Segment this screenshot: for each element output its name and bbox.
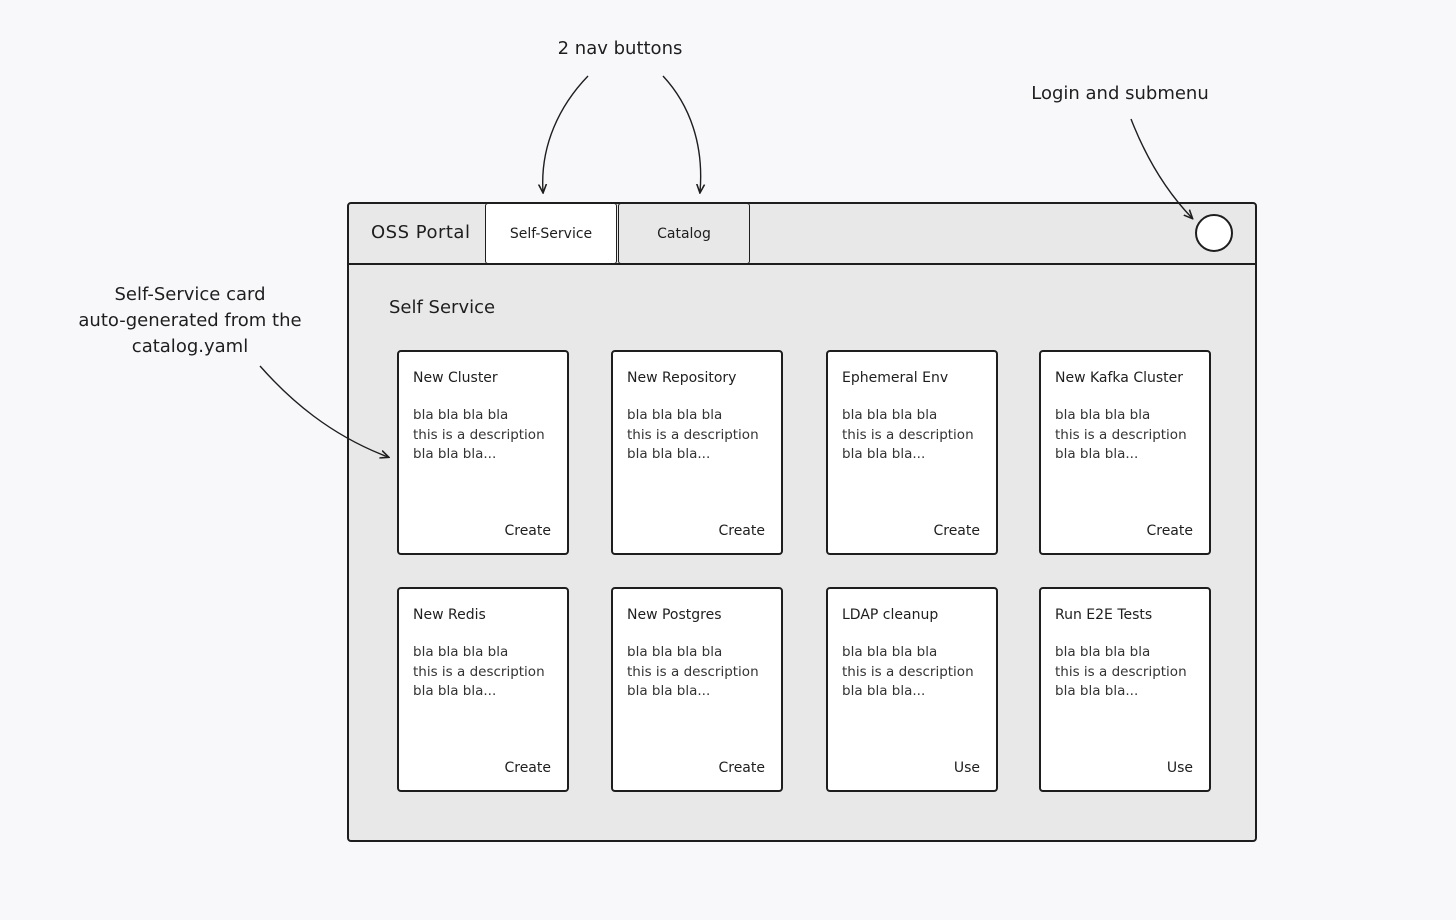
portal-window: OSS Portal Self-Service Catalog Self Ser… [347,202,1257,842]
card-title: New Kafka Cluster [1055,370,1184,386]
card-description-line: bla bla bla... [627,683,711,699]
service-card[interactable]: New Postgres bla bla bla bla this is a des… [611,587,783,792]
card-title: LDAP cleanup [842,607,939,623]
card-description-line: this is a description [842,663,974,680]
service-card[interactable]: New Repository bla bla bla bla this is a d… [611,350,783,555]
brand-title: OSS Portal [371,222,471,243]
service-card[interactable]: Run E2E Tests bla bla bla bla this is a de… [1039,587,1211,792]
annotation-card-note-line: Self-Service card [114,284,266,305]
create-button[interactable]: Create [504,760,551,776]
card-title: New Cluster [413,370,498,386]
card-description-line: bla bla bla... [842,446,926,462]
card-description-line: bla bla bla bla [627,644,723,660]
card-description: bla bla bla bla this is a description bla … [627,643,759,702]
card-description-line: bla bla bla... [1055,446,1139,462]
card-description-line: bla bla bla bla [413,644,509,660]
use-button[interactable]: Use [1166,760,1193,776]
card-description-line: this is a description [842,426,974,443]
card-description-line: bla bla bla... [842,683,926,699]
card-description-line: bla bla bla... [1055,683,1139,699]
section-title: Self Service [389,297,496,318]
tab-self-service[interactable]: Self-Service [485,204,617,264]
card-description-line: bla bla bla bla [627,407,723,423]
use-button[interactable]: Use [953,760,980,776]
create-button[interactable]: Create [718,523,765,539]
annotation-login: Login and submenu [1031,83,1209,104]
card-description-line: bla bla bla bla [1055,407,1151,423]
create-button[interactable]: Create [1146,523,1193,539]
card-description-line: bla bla bla bla [842,644,938,660]
card-description: bla bla bla bla this is a description bla … [413,643,545,702]
service-card[interactable]: Ephemeral Env bla bla bla bla this is a de… [826,350,998,555]
card-description: bla bla bla bla this is a description bla … [413,406,545,465]
service-card[interactable]: LDAP cleanup bla bla bla bla this is a des… [826,587,998,792]
card-description-line: this is a description [627,426,759,443]
card-description-line: bla bla bla bla [413,407,509,423]
card-description-line: bla bla bla... [627,446,711,462]
card-description-line: this is a description [1055,663,1187,680]
card-description: bla bla bla bla this is a description bla … [1055,406,1187,465]
card-description: bla bla bla bla this is a description bla … [1055,643,1187,702]
card-title: New Postgres [627,607,722,623]
card-description-line: this is a description [413,663,545,680]
card-description-line: this is a description [1055,426,1187,443]
annotation-nav-buttons: 2 nav buttons [557,38,683,59]
tab-label: Self-Service [509,225,593,242]
card-description-line: bla bla bla bla [842,407,938,423]
tab-label: Catalog [657,225,711,242]
card-description-line: bla bla bla... [413,683,497,699]
card-description-line: bla bla bla... [413,446,497,462]
top-nav-bar: OSS Portal Self-Service Catalog [349,204,1255,265]
card-description-line: bla bla bla bla [1055,644,1151,660]
card-description: bla bla bla bla this is a description bla … [842,406,974,465]
card-title: New Repository [627,370,737,386]
annotation-card-note-line: auto-generated from the [78,310,302,331]
card-description-line: this is a description [413,426,545,443]
user-avatar-button[interactable] [1195,214,1233,252]
arrow-to-catalog-tab [662,75,701,192]
arrow-to-self-service-tab [543,75,589,192]
annotation-card-note-line: catalog.yaml [131,336,249,357]
create-button[interactable]: Create [718,760,765,776]
annotation-card-note: Self-Service card auto-generated from th… [55,282,325,360]
tab-catalog[interactable]: Catalog [618,204,750,264]
create-button[interactable]: Create [933,523,980,539]
create-button[interactable]: Create [504,523,551,539]
service-card[interactable]: New Cluster bla bla bla bla this is a desc… [397,350,569,555]
card-description-line: this is a description [627,663,759,680]
service-card[interactable]: New Redis bla bla bla bla this is a descri… [397,587,569,792]
card-title: Ephemeral Env [842,370,949,386]
card-title: Run E2E Tests [1055,607,1153,623]
card-title: New Redis [413,607,486,623]
card-description: bla bla bla bla this is a description bla … [627,406,759,465]
card-description: bla bla bla bla this is a description bla … [842,643,974,702]
service-card[interactable]: New Kafka Cluster bla bla bla bla this is … [1039,350,1211,555]
